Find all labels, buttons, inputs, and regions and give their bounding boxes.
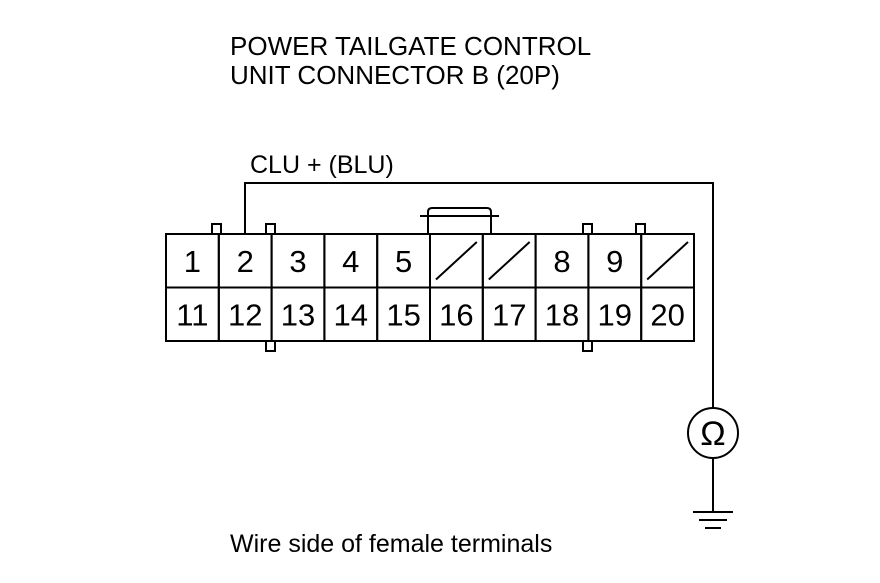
wire-label: CLU + (BLU) [250,151,394,179]
connector-tab [582,223,593,235]
connector-tab [582,340,593,352]
ohm-symbol: Ω [700,415,725,453]
terminal-number: 19 [598,297,632,332]
terminal-number: 17 [492,297,526,332]
terminal-number: 8 [553,244,570,279]
terminal-number: 9 [606,244,623,279]
terminal-number: 15 [386,297,420,332]
empty-terminal-slash [646,241,689,281]
caption: Wire side of female terminals [230,530,552,558]
terminal-cell [640,286,696,342]
diagram-title-line-2: UNIT CONNECTOR B (20P) [230,60,560,90]
terminal-number: 2 [237,244,254,279]
connector-tab [635,223,646,235]
connector-tab [265,223,276,235]
ground-icon [693,511,733,529]
terminal-number: 1 [184,244,201,279]
terminal-number: 13 [281,297,315,332]
connector-tab [265,340,276,352]
terminal-number: 14 [334,297,368,332]
terminal-number: 4 [342,244,359,279]
empty-terminal-slash [435,241,478,281]
terminal-number: 11 [176,297,208,332]
probe-wire [244,182,714,408]
terminal-number: 3 [289,244,306,279]
terminal-number: 16 [439,297,473,332]
diagram-title-line-1: POWER TAILGATE CONTROL [230,31,591,61]
empty-terminal-slash [488,241,531,281]
terminal-number: 12 [228,297,262,332]
terminal-number: 20 [650,297,684,332]
terminal-number: 5 [395,244,412,279]
connector-latch [427,207,492,234]
terminal-number: 18 [545,297,579,332]
connector-tab [211,223,222,235]
